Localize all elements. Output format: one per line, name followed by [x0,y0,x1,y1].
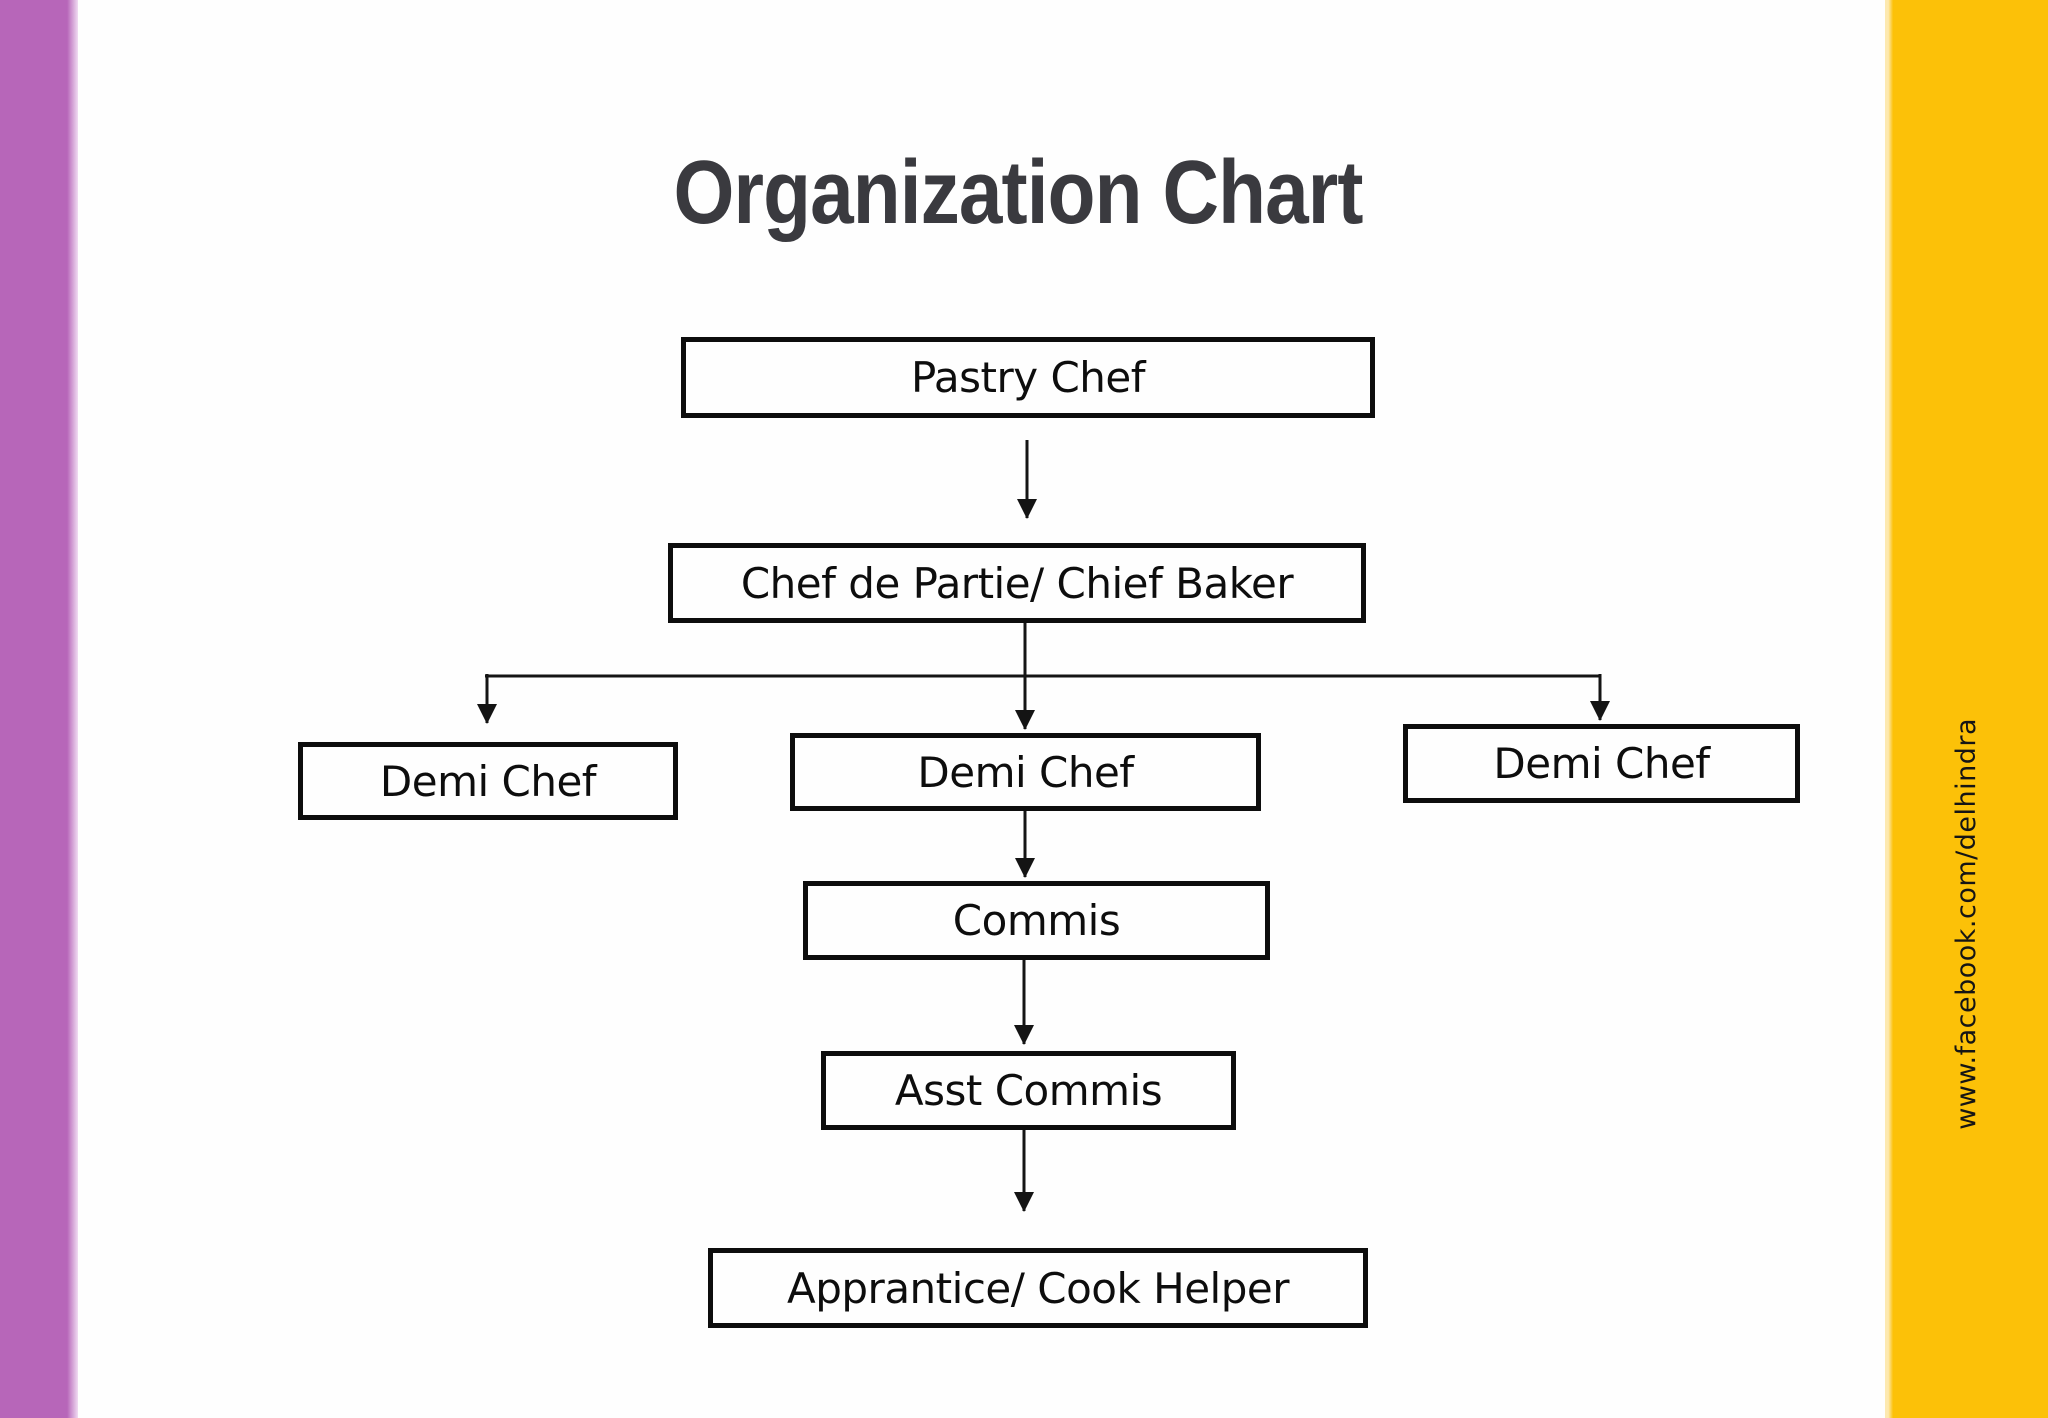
org-node-label: Asst Commis [894,1066,1163,1115]
org-node-demi-chef-right: Demi Chef [1403,724,1800,803]
org-node-label: Apprantice/ Cook Helper [787,1263,1290,1313]
org-node-label: Demi Chef [1493,739,1710,788]
org-node-demi-chef-center: Demi Chef [790,733,1261,811]
left-accent-bar [0,0,78,1418]
page-title: Organization Chart [0,142,2036,245]
org-node-chef-de-partie: Chef de Partie/ Chief Baker [668,543,1366,623]
org-node-apprantice-cook-helper: Apprantice/ Cook Helper [708,1248,1368,1328]
facebook-url-watermark: www.facebook.com/delhindra [1951,718,1982,1130]
org-node-label: Commis [952,896,1121,945]
org-node-commis: Commis [803,881,1270,960]
org-node-label: Demi Chef [379,756,597,806]
right-accent-bar: www.facebook.com/delhindra [1885,0,2048,1418]
page-title-text: Organization Chart [673,143,1363,243]
org-node-label: Pastry Chef [910,353,1146,402]
org-node-label: Chef de Partie/ Chief Baker [740,558,1294,608]
org-node-pastry-chef: Pastry Chef [681,337,1375,418]
org-node-label: Demi Chef [917,747,1134,797]
org-node-demi-chef-left: Demi Chef [298,742,678,820]
org-node-asst-commis: Asst Commis [821,1051,1236,1130]
